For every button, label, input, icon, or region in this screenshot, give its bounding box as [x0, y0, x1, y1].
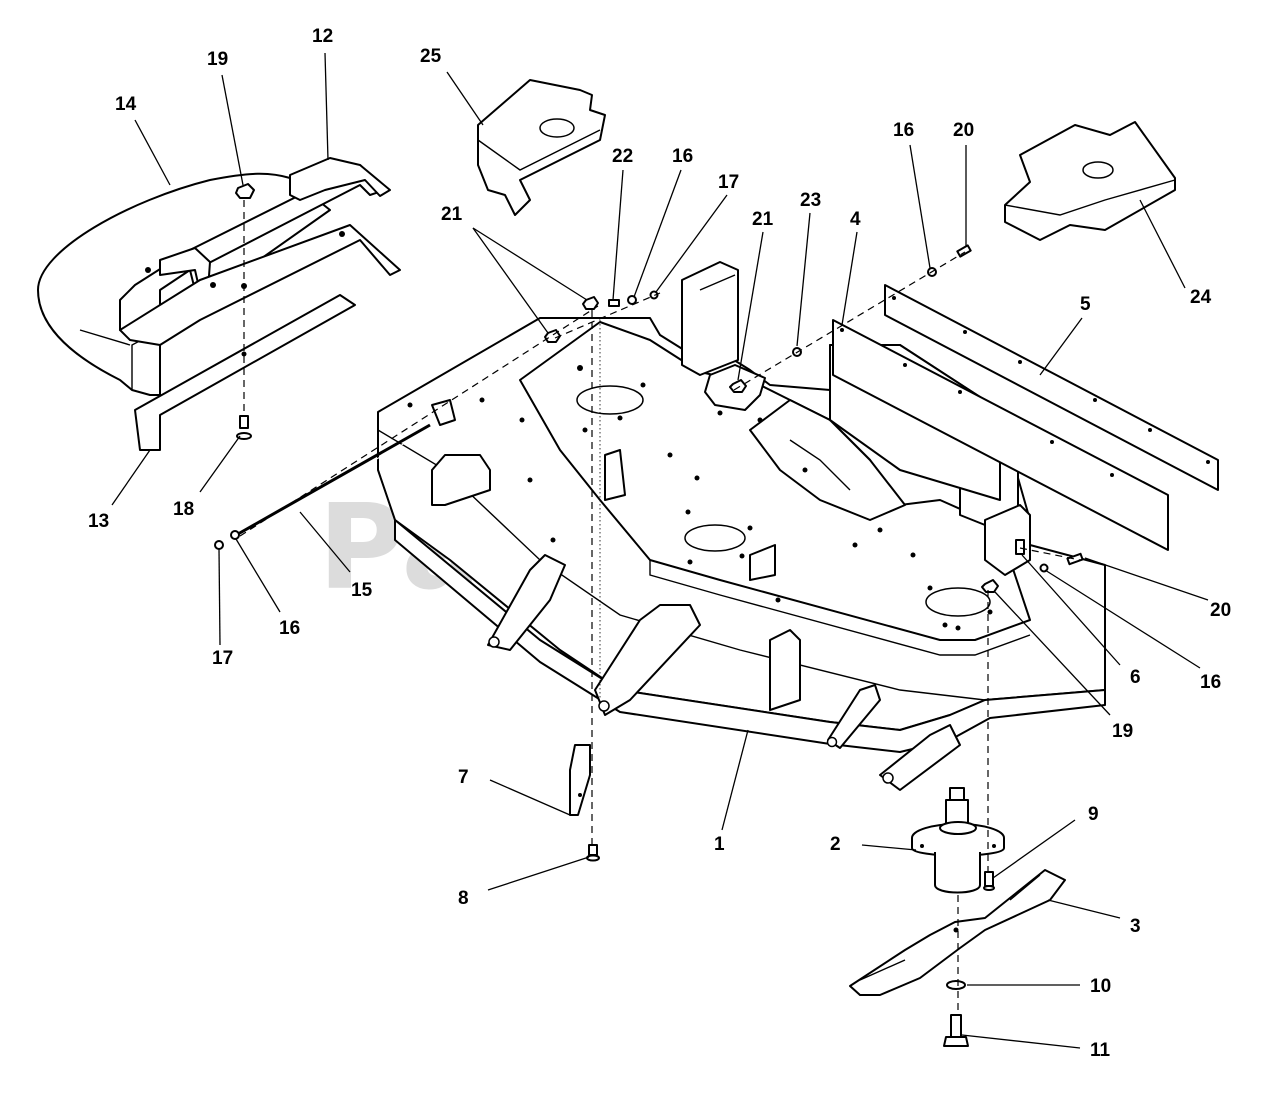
callout-10: 10 [1090, 976, 1111, 997]
callout-1: 1 [714, 834, 725, 855]
chute-bracket-12 [119, 157, 401, 346]
baffle-plate-4 [832, 319, 1169, 551]
callout-20: 20 [1210, 600, 1231, 621]
callout-5: 5 [1080, 294, 1091, 315]
callout-18: 18 [173, 499, 194, 520]
callout-21: 21 [752, 209, 774, 230]
callout-14: 14 [115, 94, 137, 115]
callout-17: 17 [212, 648, 233, 669]
callout-22: 22 [612, 146, 633, 167]
callout-16: 16 [1200, 672, 1221, 693]
callout-4: 4 [850, 209, 861, 230]
assembly-lines [239, 200, 1081, 1015]
callout-6: 6 [1130, 667, 1141, 688]
blade-washer-10 [946, 980, 966, 990]
callout-16: 16 [893, 120, 914, 141]
callout-17: 17 [718, 172, 739, 193]
callout-20: 20 [953, 120, 974, 141]
callout-11: 11 [1090, 1040, 1111, 1061]
callout-13: 13 [88, 511, 109, 532]
callout-2: 2 [830, 834, 841, 855]
callout-16: 16 [279, 618, 300, 639]
callout-12: 12 [312, 26, 333, 47]
callout-8: 8 [458, 888, 469, 909]
callout-labels: 12 19 14 25 22 16 17 21 21 23 4 16 20 24… [88, 26, 1231, 1061]
spindle-bolt-9 [983, 871, 995, 891]
callout-21: 21 [441, 204, 463, 225]
callout-9: 9 [1088, 804, 1099, 825]
cover-plate-25 [477, 79, 606, 216]
callout-24: 24 [1190, 287, 1212, 308]
rod-15 [237, 423, 431, 538]
callout-23: 23 [800, 190, 821, 211]
deck-housing [377, 261, 1106, 791]
callout-19: 19 [1112, 721, 1133, 742]
chute-bracket-13 [134, 294, 356, 451]
hardware [214, 183, 1084, 862]
callout-15: 15 [351, 580, 373, 601]
spindle-assembly-2 [911, 787, 1005, 894]
cover-plate-24 [1004, 121, 1176, 241]
callout-16: 16 [672, 146, 693, 167]
callout-7: 7 [458, 767, 469, 788]
callout-19: 19 [207, 49, 228, 70]
callout-3: 3 [1130, 916, 1141, 937]
blade-bolt-11 [943, 1014, 969, 1047]
callout-25: 25 [420, 46, 442, 67]
baffle-plate-5 [884, 284, 1219, 491]
leader-lines [111, 52, 1209, 1049]
